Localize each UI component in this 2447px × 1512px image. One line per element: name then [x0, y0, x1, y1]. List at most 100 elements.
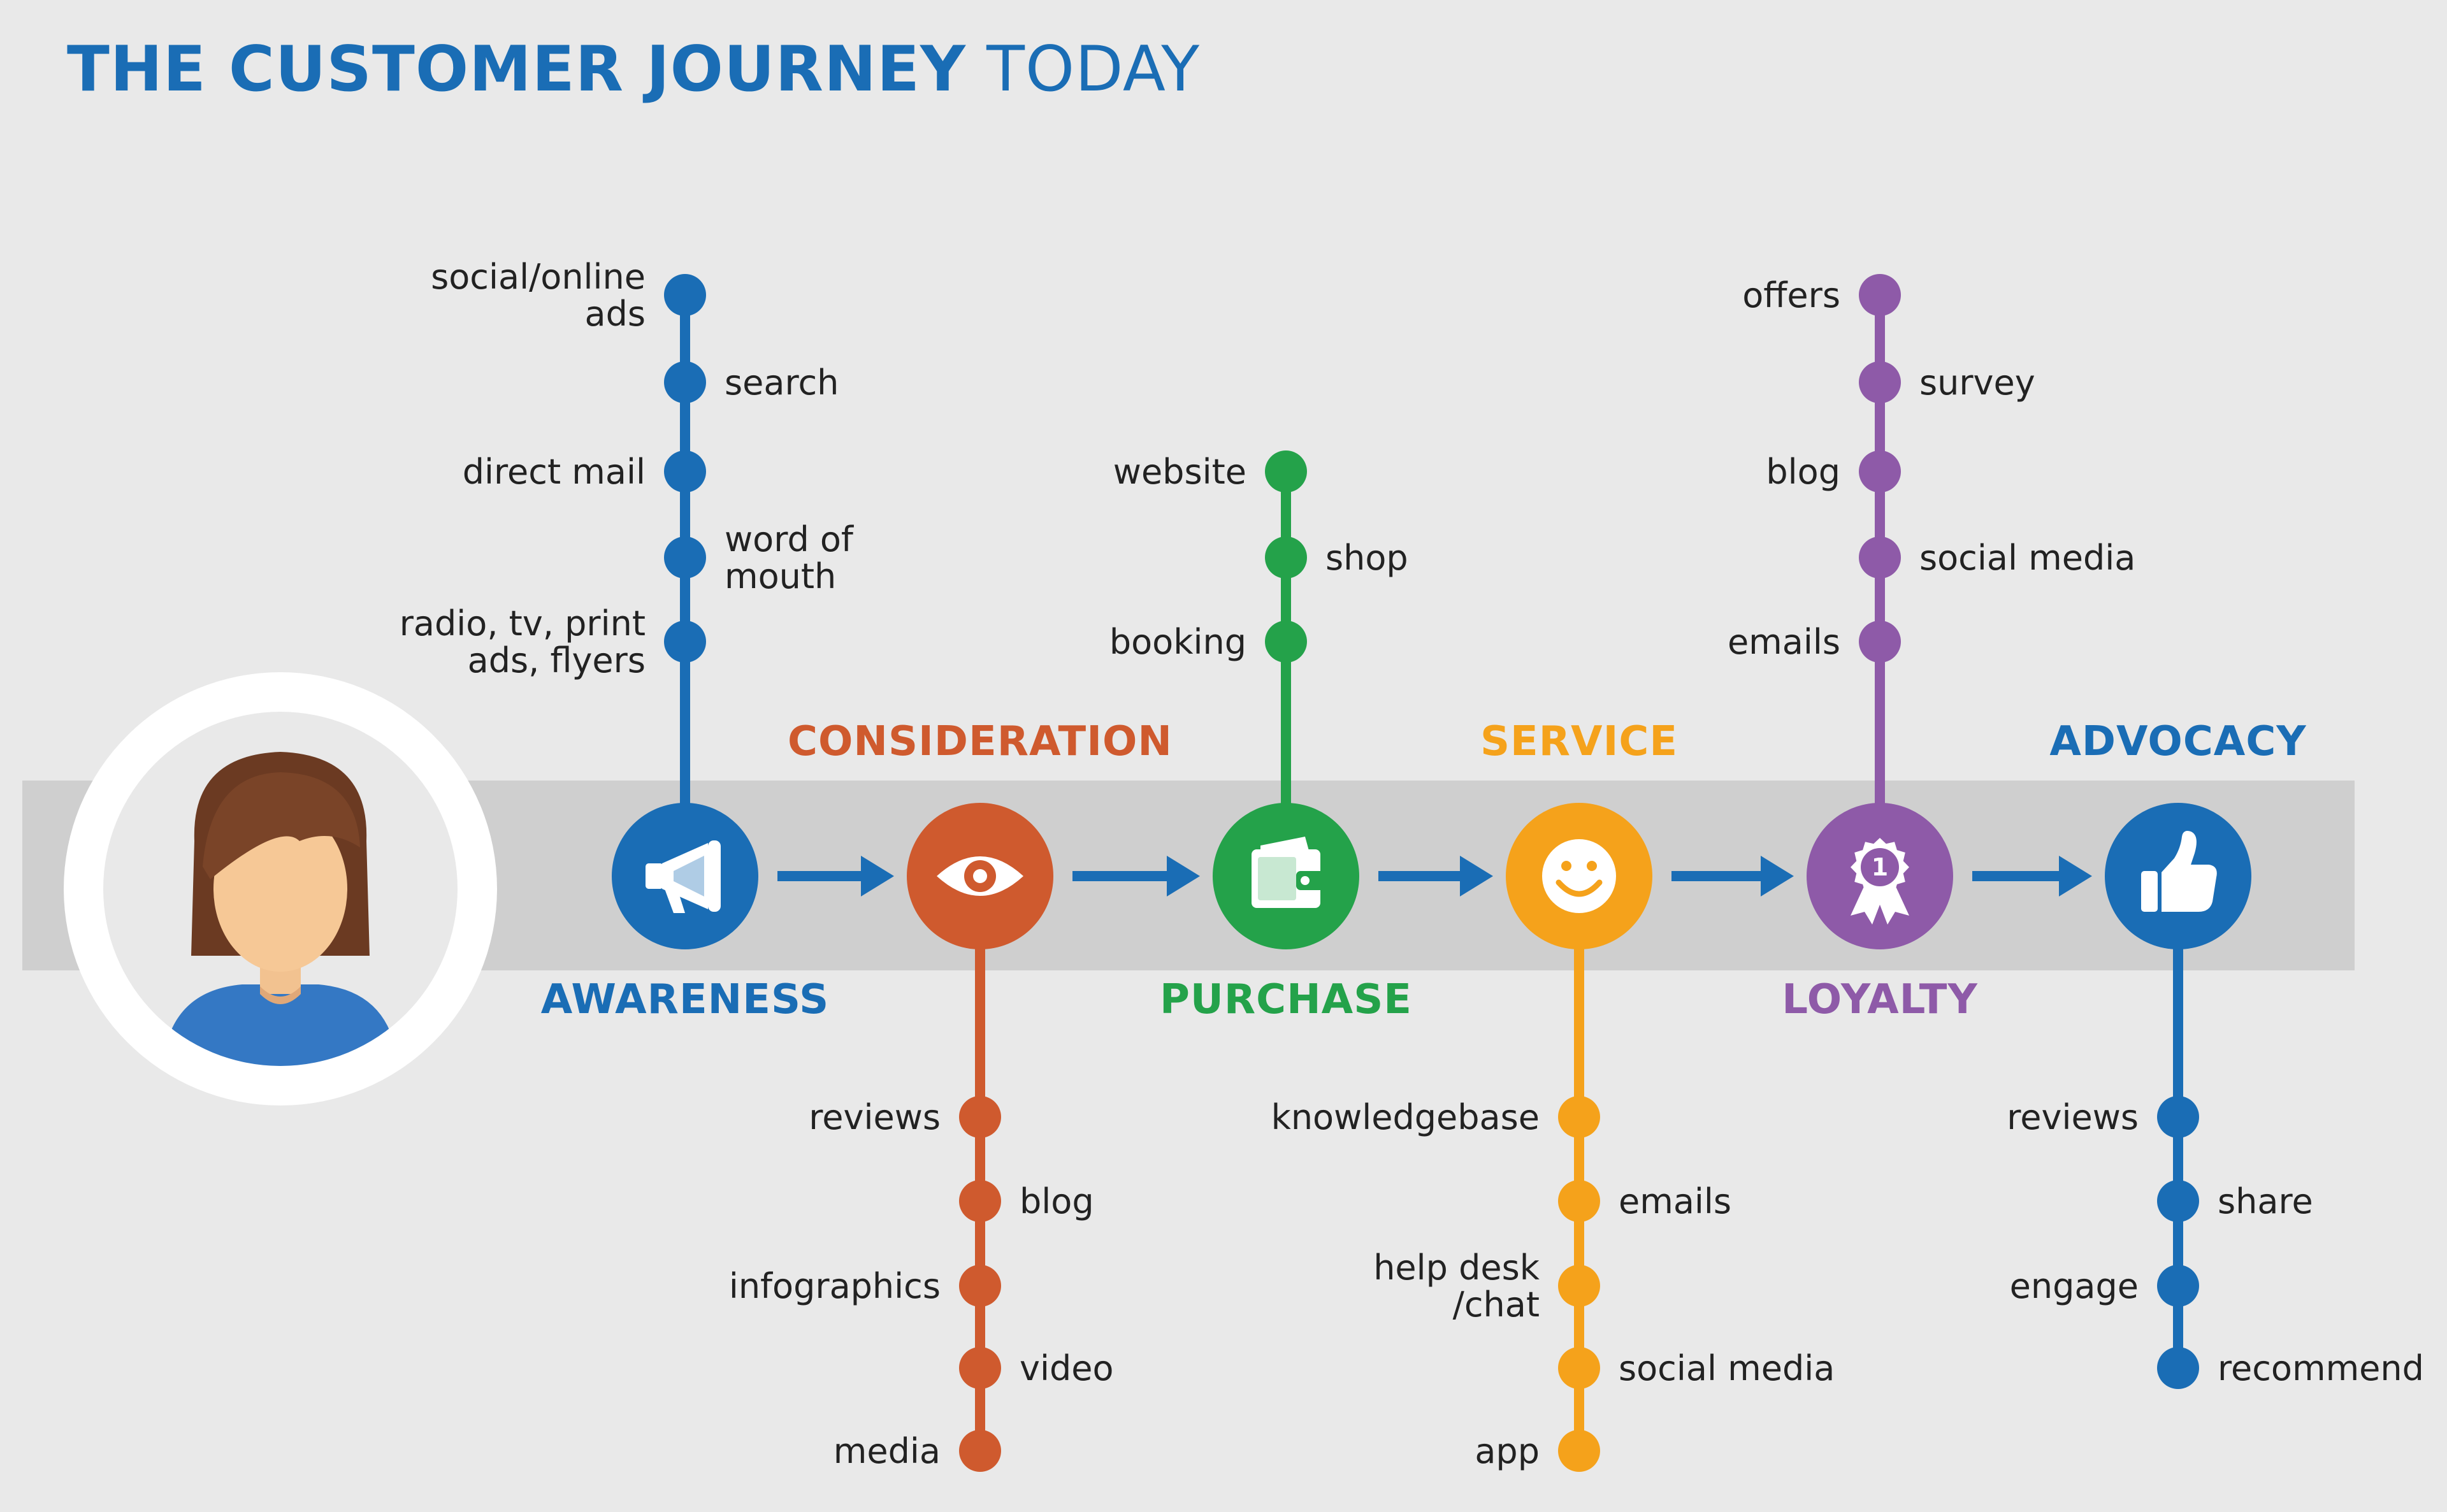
loyalty-touchpoint: survey [1859, 361, 2035, 403]
consideration-touchpoint: media [834, 1430, 1001, 1472]
touchpoint-dot [1558, 1180, 1600, 1222]
touchpoint-label: recommend [2218, 1348, 2424, 1388]
touchpoint-label: blog [1020, 1181, 1094, 1221]
loyalty-touchpoint: blog [1766, 450, 1901, 493]
loyalty-touchpoint: social media [1859, 536, 2135, 579]
touchpoint-label: social media [1619, 1348, 1835, 1388]
touchpoint-dot [1859, 621, 1901, 663]
touchpoint-label: offers [1742, 275, 1840, 315]
consideration-stage-label: CONSIDERATION [788, 718, 1173, 765]
service-touchpoint: knowledgebase [1271, 1096, 1600, 1138]
advocacy-touchpoint: recommend [2157, 1347, 2424, 1389]
advocacy-stage-node [2105, 803, 2251, 949]
megaphone-icon [646, 840, 721, 913]
ribbon-badge: 1 [1872, 853, 1888, 881]
touchpoint-label: video [1020, 1348, 1114, 1388]
loyalty-stage-label: LOYALTY [1782, 976, 1978, 1023]
touchpoint-label: mouth [725, 556, 836, 596]
touchpoint-dot [1265, 621, 1307, 663]
touchpoint-label: social media [1919, 538, 2135, 578]
touchpoint-label: reviews [2007, 1097, 2139, 1137]
awareness-touchpoint: direct mail [463, 450, 706, 493]
awareness-stage-node [612, 803, 758, 949]
touchpoint-dot [959, 1180, 1001, 1222]
customer-avatar-icon [64, 672, 497, 1105]
service-touchpoint: app [1475, 1430, 1600, 1472]
advocacy-touchpoint: reviews [2007, 1096, 2199, 1138]
service-touchpoint: help desk/chat [1373, 1248, 1600, 1325]
awareness-stage-label: AWARENESS [541, 976, 830, 1023]
touchpoint-label: emails [1619, 1181, 1731, 1221]
touchpoint-label: word of [725, 519, 855, 559]
touchpoint-dot [1859, 274, 1901, 316]
purchase-touchpoint: booking [1109, 621, 1307, 663]
wallet-icon [1252, 837, 1325, 908]
touchpoint-dot [1558, 1265, 1600, 1307]
touchpoint-label: social/online [431, 257, 646, 297]
flow-arrow [1378, 856, 1493, 896]
touchpoint-label: website [1113, 452, 1246, 492]
flow-arrow [1072, 856, 1200, 896]
title-light: TODAY [986, 33, 1201, 106]
touchpoint-dot [959, 1265, 1001, 1307]
touchpoint-dot [1265, 536, 1307, 579]
touchpoint-label: knowledgebase [1271, 1097, 1540, 1137]
loyalty-stage-node: 1 [1807, 803, 1953, 949]
advocacy-touchpoint: engage [2010, 1265, 2199, 1307]
page-title: THE CUSTOMER JOURNEY TODAY [67, 38, 1200, 101]
awareness-touchpoint: search [664, 361, 839, 403]
eye-icon [937, 856, 1023, 896]
flow-arrow [777, 856, 894, 896]
touchpoint-dot [959, 1430, 1001, 1472]
service-touchpoint: emails [1558, 1180, 1731, 1222]
consideration-stage-node [907, 803, 1053, 949]
touchpoint-dot [1859, 536, 1901, 579]
advocacy-touchpoint: share [2157, 1180, 2313, 1222]
touchpoint-dot [2157, 1180, 2199, 1222]
touchpoint-dot [1859, 450, 1901, 493]
service-stage-label: SERVICE [1480, 718, 1678, 765]
purchase-touchpoint: website [1113, 450, 1307, 493]
touchpoint-label: reviews [809, 1097, 941, 1137]
touchpoint-label: media [834, 1431, 941, 1471]
touchpoint-dot [664, 274, 706, 316]
touchpoint-dot [959, 1347, 1001, 1389]
touchpoint-label: booking [1109, 622, 1246, 662]
touchpoint-label: infographics [729, 1266, 941, 1306]
consideration-touchpoint: reviews [809, 1096, 1001, 1138]
service-touchpoint: social media [1558, 1347, 1835, 1389]
thumbs-up-icon [2141, 831, 2217, 912]
touchpoint-label: search [725, 363, 839, 403]
touchpoint-dot [1558, 1430, 1600, 1472]
service-stage-node [1506, 803, 1652, 949]
advocacy-stage-label: ADVOCACY [2049, 718, 2306, 765]
touchpoint-label: app [1475, 1431, 1540, 1471]
touchpoint-dot [2157, 1265, 2199, 1307]
consideration-touchpoint: infographics [729, 1265, 1001, 1307]
touchpoint-label: help desk [1373, 1248, 1540, 1288]
touchpoint-label: blog [1766, 452, 1840, 492]
touchpoint-dot [664, 361, 706, 403]
loyalty-touchpoint: offers [1742, 274, 1901, 316]
flow-arrow [1972, 856, 2092, 896]
touchpoint-dot [959, 1096, 1001, 1138]
touchpoint-label: engage [2010, 1266, 2139, 1306]
smiley-icon [1542, 839, 1616, 913]
touchpoint-dot [664, 536, 706, 579]
touchpoint-label: share [2218, 1181, 2313, 1221]
touchpoint-label: direct mail [463, 452, 646, 492]
touchpoint-dot [2157, 1347, 2199, 1389]
touchpoint-dot [1265, 450, 1307, 493]
loyalty-touchpoint: emails [1728, 621, 1901, 663]
flow-arrow [1671, 856, 1794, 896]
touchpoint-dot [664, 621, 706, 663]
touchpoint-dot [1558, 1347, 1600, 1389]
consideration-touchpoint: blog [959, 1180, 1094, 1222]
touchpoint-dot [664, 450, 706, 493]
touchpoint-dot [1859, 361, 1901, 403]
touchpoint-label: /chat [1453, 1285, 1540, 1325]
